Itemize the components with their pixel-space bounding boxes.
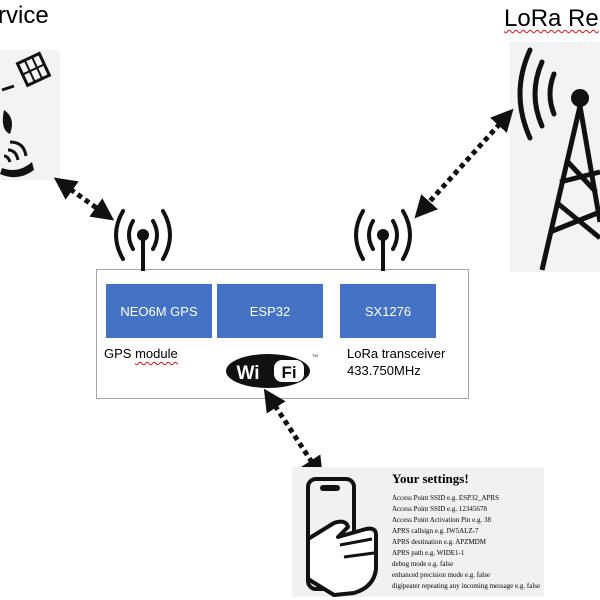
wifi-logo: Wi Fi TM xyxy=(224,349,318,389)
settings-line: APRS callsign e.g. IW5ALZ-7 xyxy=(392,527,479,535)
gps-module-label: GPS module xyxy=(104,346,178,361)
lora-tower-icon xyxy=(510,42,600,272)
lora-transceiver-label: LoRa transceiver xyxy=(347,346,446,361)
frequency-label: 433.750MHz xyxy=(347,363,421,378)
wifi-logo-wi: Wi xyxy=(236,363,259,384)
smartphone-hand-icon xyxy=(306,477,378,597)
settings-line: Access Point SSID e.g. ESP32_APRS xyxy=(392,494,499,502)
settings-panel: Your settings! Access Point SSID e.g. ES… xyxy=(292,467,544,597)
antenna-icon xyxy=(114,209,172,271)
settings-line: APRS destination e.g. APZMDM xyxy=(392,538,486,546)
settings-line: Access Point SSID e.g. 12345678 xyxy=(392,505,487,513)
module-neo6m-gps: NEO6M GPS xyxy=(106,284,212,338)
antenna-icon xyxy=(354,209,412,271)
gps-module-label-gps: GPS xyxy=(104,346,132,361)
wifi-logo-tm: TM xyxy=(312,353,318,358)
settings-title: Your settings! xyxy=(392,471,469,486)
module-sx1276: SX1276 xyxy=(340,284,436,338)
right-title: LoRa Re xyxy=(504,5,599,33)
gps-module-label-word: module xyxy=(135,346,178,361)
left-title: rvice xyxy=(0,2,49,29)
settings-list: Access Point SSID e.g. ESP32_APRS Access… xyxy=(392,493,540,592)
right-title-text: LoRa Re xyxy=(504,5,599,32)
settings-line: debug mode e.g. false xyxy=(392,560,454,568)
settings-line: Access Point Activation Pin e.g. 38 xyxy=(392,516,491,524)
settings-line: digipeater repeating any incoming messag… xyxy=(392,582,541,590)
wifi-logo-fi: Fi xyxy=(281,363,296,382)
settings-line: enhanced precision mode e.g. false xyxy=(392,571,490,579)
satellite-icon xyxy=(0,50,60,180)
module-esp32: ESP32 xyxy=(217,284,323,338)
settings-line: APRS path e.g. WIDE1-1 xyxy=(392,549,465,557)
